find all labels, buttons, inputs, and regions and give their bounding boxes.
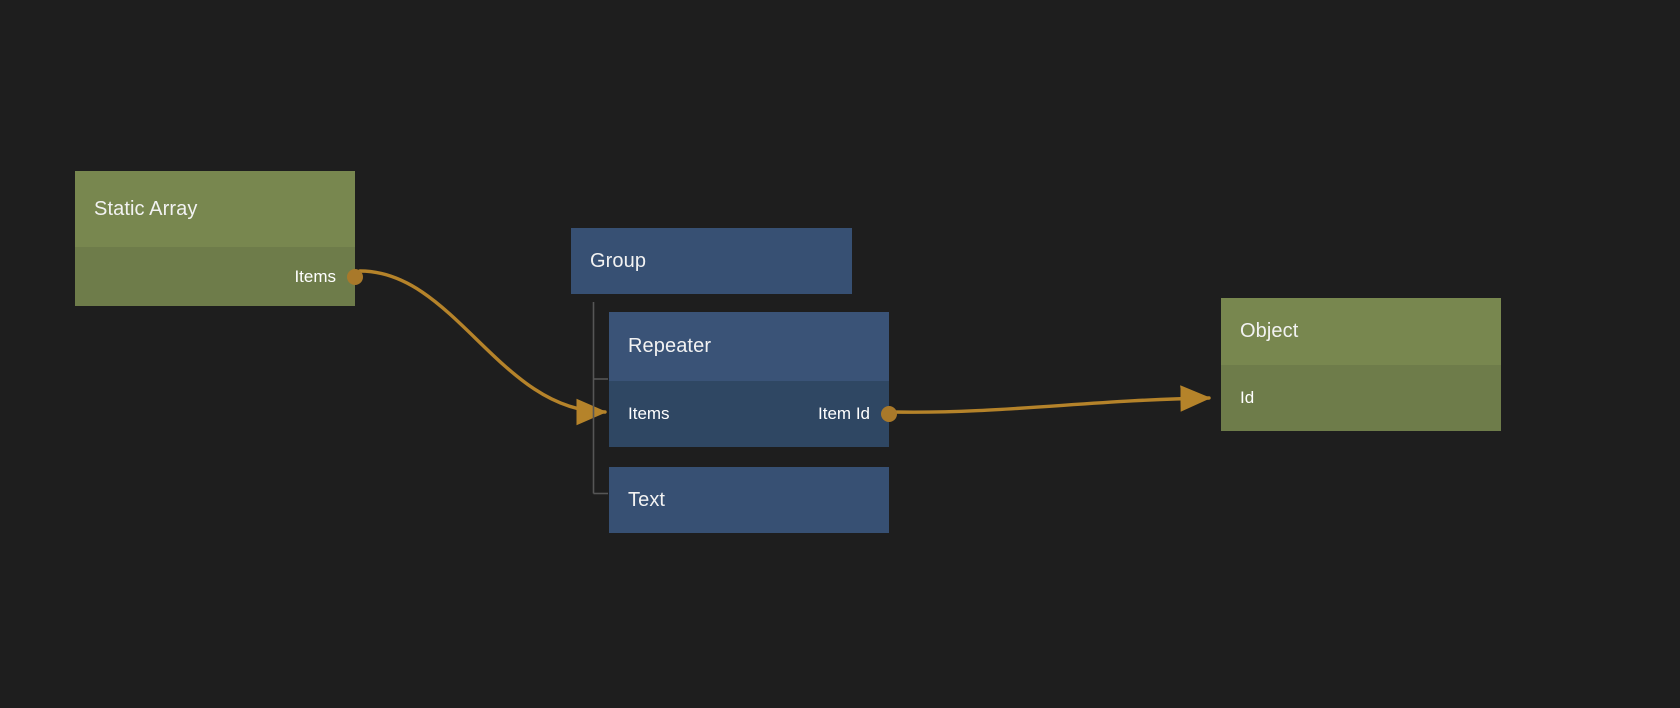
edge-itemid-to-id[interactable] <box>891 385 1212 414</box>
node-static-array-body: Items <box>75 247 363 306</box>
node-static-array-title: Static Array <box>94 197 198 220</box>
node-repeater-body: Items Item Id <box>609 381 897 447</box>
node-repeater-title: Repeater <box>628 335 712 357</box>
node-text-header[interactable]: Text <box>609 467 889 533</box>
port-label-items: Items <box>294 266 336 286</box>
port-dot-repeater-item-id-output[interactable] <box>881 406 897 422</box>
port-row-static-array-items[interactable]: Items <box>75 247 363 306</box>
node-text[interactable]: Text <box>609 467 889 533</box>
node-static-array-header[interactable]: Static Array <box>75 171 355 247</box>
node-group-title: Group <box>590 249 647 272</box>
port-row-object-id[interactable]: Id <box>1221 365 1501 431</box>
port-dot-static-array-items-output[interactable] <box>347 268 363 285</box>
node-repeater[interactable]: Repeater Items Item Id <box>609 312 897 447</box>
node-object-title: Object <box>1240 320 1299 342</box>
node-text-title: Text <box>628 488 666 511</box>
port-row-repeater-items[interactable]: Items Item Id <box>609 381 897 447</box>
node-repeater-header[interactable]: Repeater <box>609 312 889 381</box>
node-object[interactable]: Object Id <box>1221 298 1501 431</box>
node-static-array[interactable]: Static Array Items <box>75 171 363 306</box>
node-group[interactable]: Group <box>571 228 852 294</box>
node-group-header[interactable]: Group <box>571 228 852 294</box>
port-label-items-input: Items <box>628 404 670 423</box>
port-label-id: Id <box>1240 388 1255 407</box>
port-label-item-id: Item Id <box>818 404 870 423</box>
edge-items-to-items[interactable] <box>358 269 608 426</box>
node-object-body: Id <box>1221 365 1501 431</box>
node-object-header[interactable]: Object <box>1221 298 1501 365</box>
